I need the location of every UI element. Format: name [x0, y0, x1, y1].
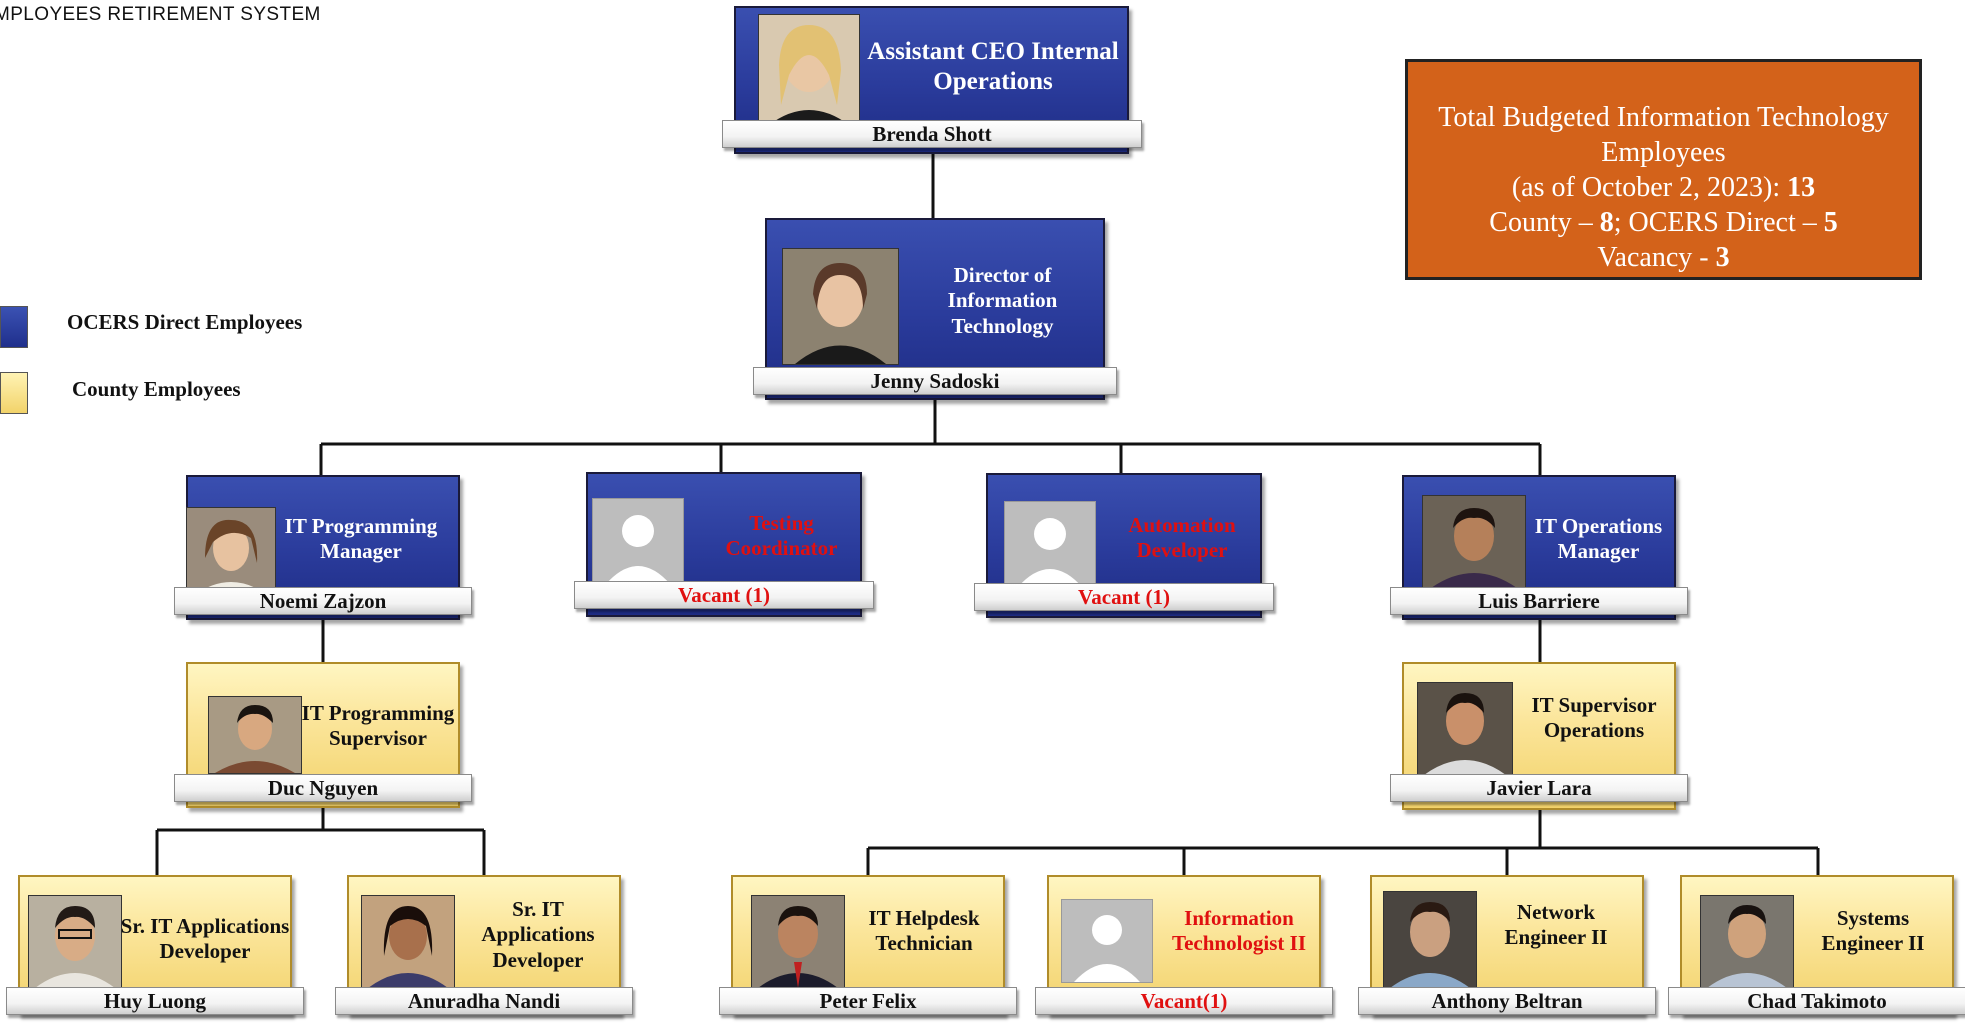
jenny-sadoski-photo: [782, 248, 899, 365]
it-operations-manager-card: IT Operations Manager Luis Barriere: [1390, 475, 1688, 620]
employee-name: Vacant (1): [574, 581, 874, 609]
assistant-ceo-card: Assistant CEO Internal Operations Brenda…: [722, 6, 1142, 154]
position-title: Network Engineer II: [1504, 899, 1608, 949]
summary-line-3: County – 8; OCERS Direct – 5: [1489, 207, 1838, 238]
organization-header: MPLOYEES RETIREMENT SYSTEM: [0, 4, 321, 25]
sr-it-applications-developer-card: Sr. IT Applications Developer Huy Luong: [6, 875, 304, 1015]
automation-developer-card: Automation Developer Vacant (1): [974, 473, 1274, 618]
noemi-zajzon-photo: [186, 507, 276, 597]
vacant-placeholder-photo: [1004, 501, 1096, 589]
employee-name: Noemi Zajzon: [174, 587, 472, 615]
county-legend-swatch: [0, 372, 28, 414]
information-technologist-ii-card: Information Technologist II Vacant(1): [1035, 875, 1333, 1015]
network-engineer-ii-card: Network Engineer II Anthony Beltran: [1358, 875, 1656, 1015]
position-title: IT Supervisor Operations: [1531, 692, 1657, 742]
huy-luong-photo: [28, 895, 122, 989]
position-title: Automation Developer: [1128, 512, 1236, 562]
luis-barriere-photo: [1422, 495, 1526, 589]
systems-engineer-ii-card: Systems Engineer II Chad Takimoto: [1668, 875, 1965, 1015]
employee-name: Duc Nguyen: [174, 774, 472, 802]
employee-name: Anthony Beltran: [1358, 987, 1656, 1015]
summary-line-4: Vacancy - 3: [1597, 242, 1730, 273]
position-title: Sr. IT Applications Developer: [120, 913, 290, 963]
employee-name: Anuradha Nandi: [335, 987, 633, 1015]
position-title: Testing Coordinator: [725, 510, 838, 560]
position-title: Sr. IT Applications Developer: [481, 897, 595, 972]
anthony-beltran-photo: [1383, 891, 1477, 989]
employee-name: Brenda Shott: [722, 120, 1142, 148]
it-programming-supervisor-card: IT Programming Supervisor Duc Nguyen: [174, 662, 472, 808]
it-programming-manager-card: IT Programming Manager Noemi Zajzon: [174, 475, 472, 620]
duc-nguyen-photo: [208, 696, 302, 774]
it-supervisor-operations-card: IT Supervisor Operations Javier Lara: [1390, 662, 1688, 810]
employee-name: Luis Barriere: [1390, 587, 1688, 615]
employee-name: Vacant(1): [1035, 987, 1333, 1015]
position-title: IT Operations Manager: [1534, 513, 1663, 563]
peter-felix-photo: [751, 895, 845, 989]
position-title: IT Programming Manager: [284, 513, 438, 563]
sr-it-applications-developer-card: Sr. IT Applications Developer Anuradha N…: [335, 875, 633, 1015]
summary-line-1: Total Budgeted Information Technology Em…: [1438, 102, 1889, 168]
summary-line-2: (as of October 2, 2023): 13: [1511, 172, 1816, 203]
anuradha-nandi-photo: [361, 895, 455, 989]
employee-name: Javier Lara: [1390, 774, 1688, 802]
employee-name: Peter Felix: [719, 987, 1017, 1015]
vacant-placeholder-photo: [1061, 899, 1153, 983]
position-title: Systems Engineer II: [1821, 905, 1925, 955]
vacant-placeholder-photo: [592, 498, 684, 586]
position-title: Director of Information Technology: [947, 263, 1058, 338]
it-headcount-summary: Total Budgeted Information Technology Em…: [1405, 59, 1922, 280]
position-title: IT Helpdesk Technician: [868, 905, 980, 955]
position-title: IT Programming Supervisor: [301, 700, 455, 750]
employee-name: Jenny Sadoski: [753, 367, 1117, 395]
ocers-direct-legend-swatch: [0, 306, 28, 348]
employee-name: Huy Luong: [6, 987, 304, 1015]
chad-takimoto-photo: [1700, 895, 1794, 989]
ocers-direct-legend-label: OCERS Direct Employees: [67, 310, 303, 334]
director-it-card: Director of Information Technology Jenny…: [753, 218, 1117, 400]
brenda-shott-photo: [758, 14, 860, 126]
employee-name: Chad Takimoto: [1668, 987, 1965, 1015]
it-helpdesk-technician-card: IT Helpdesk Technician Peter Felix: [719, 875, 1017, 1015]
county-legend-label: County Employees: [72, 377, 241, 401]
javier-lara-photo: [1417, 682, 1513, 776]
testing-coordinator-card: Testing Coordinator Vacant (1): [574, 472, 874, 617]
position-title: Information Technologist II: [1171, 905, 1306, 955]
employee-name: Vacant (1): [974, 583, 1274, 611]
position-title: Assistant CEO Internal Operations: [867, 38, 1119, 95]
